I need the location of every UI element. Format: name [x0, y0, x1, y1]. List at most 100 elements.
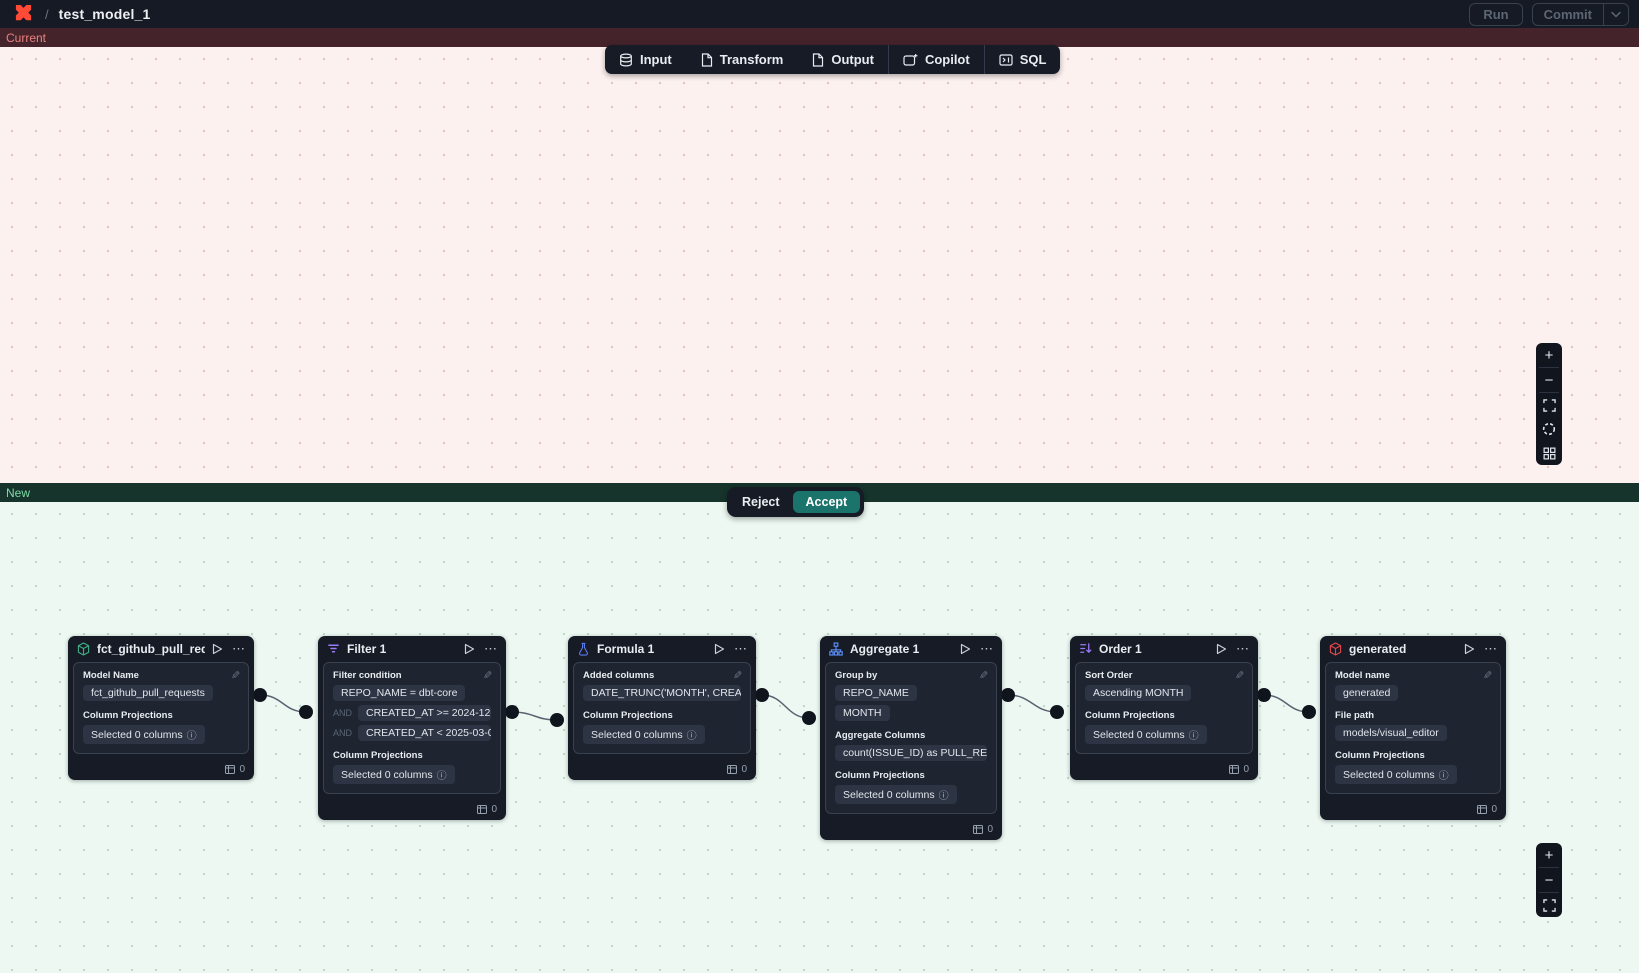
play-icon[interactable]	[960, 643, 971, 655]
input-port[interactable]	[1302, 705, 1316, 719]
group-by-pill[interactable]: REPO_NAME	[835, 685, 917, 701]
more-icon[interactable]: ⋯	[980, 641, 993, 656]
toolbar-item-transform[interactable]: Transform	[686, 45, 798, 74]
current-pane-bar: Current	[0, 28, 1639, 47]
fit-view-icon[interactable]	[1536, 893, 1562, 917]
output-port[interactable]	[505, 705, 519, 719]
group-by-pill[interactable]: MONTH	[835, 705, 890, 721]
more-icon[interactable]: ⋯	[484, 641, 497, 656]
pencil-icon[interactable]: ✎	[978, 670, 988, 682]
file-icon	[700, 52, 713, 67]
node-formula-1[interactable]: Formula 1 ⋯ ✎ Added columns DATE_TRUNC('…	[568, 636, 756, 780]
output-port[interactable]	[755, 688, 769, 702]
filter-condition-pill[interactable]: CREATED_AT >= 2024-12-01	[358, 705, 491, 721]
copilot-sparkle-icon	[903, 53, 918, 67]
edge	[505, 705, 564, 727]
output-port[interactable]	[1257, 688, 1271, 702]
more-icon[interactable]: ⋯	[1236, 641, 1249, 656]
toolbar-item-sql[interactable]: SQL	[985, 45, 1061, 74]
filter-icon	[327, 642, 340, 655]
model-cube-icon	[1329, 641, 1342, 656]
value-pill[interactable]: fct_github_pull_requests	[83, 685, 213, 701]
sort-order-pill[interactable]: Ascending MONTH	[1085, 685, 1192, 701]
accept-button[interactable]: Accept	[792, 491, 861, 513]
node-order-1[interactable]: Order 1 ⋯ ✎ Sort Order Ascending MONTH C…	[1070, 636, 1258, 780]
reject-button[interactable]: Reject	[731, 491, 791, 513]
model-cube-icon	[77, 641, 90, 656]
section-label: Model name	[1335, 670, 1390, 681]
node-filter-1[interactable]: Filter 1 ⋯ ✎ Filter condition REPO_NAME …	[318, 636, 506, 820]
chevron-down-icon[interactable]	[1603, 3, 1628, 25]
play-icon[interactable]	[464, 643, 475, 655]
zoom-out-button[interactable]: −	[1544, 371, 1554, 389]
toolbar-item-copilot[interactable]: Copilot	[889, 45, 984, 74]
input-port[interactable]	[299, 705, 313, 719]
pencil-icon[interactable]: ✎	[732, 670, 742, 682]
zoom-in-button[interactable]: +	[1544, 346, 1554, 364]
play-icon[interactable]	[1216, 643, 1227, 655]
toolbar-item-input[interactable]: Input	[605, 45, 686, 74]
new-canvas[interactable]: fct_github_pull_requests ⋯ ✎ Model Name …	[0, 502, 1639, 973]
play-icon[interactable]	[714, 643, 725, 655]
section-label: Sort Order	[1085, 670, 1133, 681]
node-footer: 0	[820, 819, 1002, 840]
and-operator: AND	[333, 728, 353, 738]
input-port[interactable]	[802, 711, 816, 725]
fit-view-icon[interactable]	[1536, 393, 1562, 417]
zoom-out-button[interactable]: −	[1544, 871, 1554, 889]
section-label: File path	[1335, 710, 1375, 721]
row-count: 0	[491, 804, 497, 815]
node-generated[interactable]: generated ⋯ ✎ Model name generated File …	[1320, 636, 1506, 820]
more-icon[interactable]: ⋯	[1484, 641, 1497, 656]
current-canvas[interactable]	[0, 47, 1639, 483]
more-icon[interactable]: ⋯	[232, 641, 245, 656]
toolbar-item-output[interactable]: Output	[797, 45, 888, 74]
input-port[interactable]	[1050, 705, 1064, 719]
pencil-icon[interactable]: ✎	[1234, 670, 1244, 682]
play-icon[interactable]	[212, 643, 223, 655]
filter-condition-pill[interactable]: REPO_NAME = dbt-core	[333, 685, 466, 701]
node-footer: 0	[318, 799, 506, 820]
run-button[interactable]: Run	[1469, 2, 1523, 26]
section-label: Column Projections	[1085, 710, 1175, 721]
formula-pill[interactable]: DATE_TRUNC('MONTH', CREATED_AT…	[583, 685, 741, 701]
node-fct-github-pull-requests[interactable]: fct_github_pull_requests ⋯ ✎ Model Name …	[68, 636, 254, 780]
node-title: generated	[1349, 641, 1407, 656]
diff-action-bar: Reject Accept	[727, 487, 865, 517]
pencil-icon[interactable]: ✎	[230, 670, 240, 682]
zoom-in-button[interactable]: +	[1544, 846, 1554, 864]
model-name-pill[interactable]: generated	[1335, 685, 1399, 701]
commit-button[interactable]: Commit	[1543, 6, 1592, 22]
file-icon	[811, 52, 824, 67]
edge	[253, 688, 313, 719]
pill-text: Selected 0 columns	[1343, 768, 1435, 781]
input-port[interactable]	[550, 713, 564, 727]
grid-view-icon[interactable]	[1536, 441, 1562, 465]
node-title: fct_github_pull_requests	[97, 641, 205, 656]
play-icon[interactable]	[1464, 643, 1475, 655]
node-header: generated ⋯	[1320, 636, 1506, 661]
table-icon	[477, 805, 488, 814]
filter-condition-pill[interactable]: CREATED_AT < 2025-03-01	[358, 725, 491, 741]
aggregate-column-pill[interactable]: count(ISSUE_ID) as PULL_REQUEST_…	[835, 745, 987, 761]
sort-icon	[1079, 642, 1092, 655]
more-icon[interactable]: ⋯	[734, 641, 747, 656]
node-header: Order 1 ⋯	[1070, 636, 1258, 661]
pencil-icon[interactable]: ✎	[1482, 670, 1492, 682]
output-port[interactable]	[1001, 688, 1015, 702]
node-aggregate-1[interactable]: Aggregate 1 ⋯ ✎ Group by REPO_NAME MONTH…	[820, 636, 1002, 840]
pencil-icon[interactable]: ✎	[482, 670, 492, 682]
file-path-pill[interactable]: models/visual_editor	[1335, 725, 1447, 741]
section-label: Column Projections	[835, 770, 925, 781]
dbt-logo-icon[interactable]	[14, 4, 33, 24]
node-footer: 0	[1070, 759, 1258, 780]
node-footer: 0	[568, 759, 756, 780]
output-port[interactable]	[253, 688, 267, 702]
locate-icon[interactable]	[1536, 417, 1562, 441]
